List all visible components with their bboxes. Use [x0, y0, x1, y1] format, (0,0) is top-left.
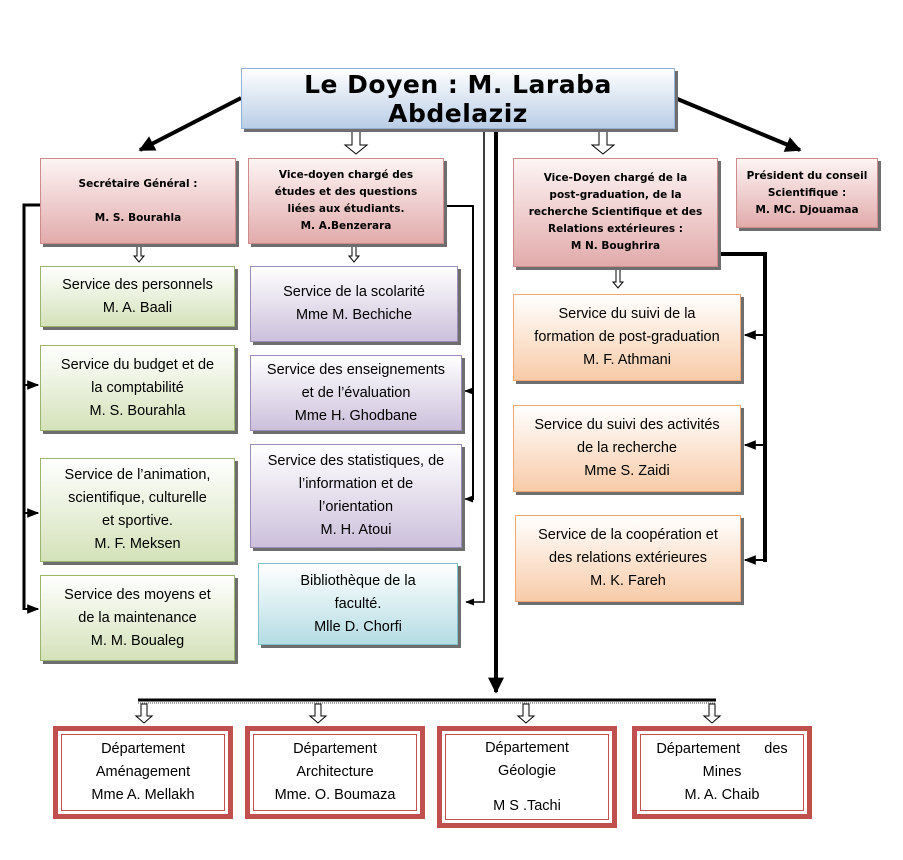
box-line: M. A.Benzerara [300, 220, 392, 232]
hollow-arrow-vd-pg-to-formation [611, 268, 625, 289]
box-line: M. M. Boualeg [90, 632, 185, 649]
box-line: de la recherche [577, 440, 677, 456]
box-line: Département [101, 741, 185, 757]
vice-dean-studies-box: Vice-doyen chargé des études et des ques… [248, 158, 444, 244]
box-line: Service des moyens et [64, 586, 211, 603]
service-scolarite-box: Service de la scolarité Mme M. Bechiche [250, 266, 458, 342]
box-line: l’orientation [318, 499, 394, 515]
department-mines-box: Département des Mines M. A. Chaib [632, 726, 812, 819]
box-line: Aménagement [95, 764, 191, 780]
hollow-arrow-to-dept-1 [134, 703, 154, 724]
service-enseignements-box: Service des enseignements et de l’évalua… [250, 355, 462, 431]
department-architecture-box: Département Architecture Mme. O. Boumaza [245, 726, 425, 819]
service-formation-pg-box: Service du suivi de la formation de post… [513, 294, 741, 381]
box-line: des relations extérieures [549, 550, 707, 566]
service-moyens-box: Service des moyens et de la maintenance … [40, 575, 235, 661]
box-line: Département [485, 739, 569, 756]
box-line: Service de la scolarité [283, 284, 425, 300]
arrow-dean-to-pcs [674, 96, 802, 152]
scientific-council-president-box: Président du conseil Scientifique : M. M… [736, 158, 878, 228]
box-line: et sportive. [102, 513, 173, 529]
box-line: Vice-Doyen chargé de la [543, 172, 688, 184]
service-animation-box: Service de l’animation, scientifique, cu… [40, 458, 235, 562]
hollow-arrow-dean-to-vd-pg [590, 129, 616, 155]
box-line: et de l’évaluation [301, 384, 411, 401]
box-line: M S .Tachi [493, 797, 561, 814]
box-line: post-graduation, de la [549, 189, 682, 201]
box-line: faculté. [334, 595, 382, 612]
box-line: Mines [702, 764, 742, 780]
box-line: M. K. Fareh [590, 573, 666, 589]
box-line: scientifique, culturelle [68, 490, 207, 506]
hollow-arrow-to-dept-3 [516, 703, 536, 724]
box-line: Mme H. Ghodbane [294, 407, 418, 424]
department-amenagement-box: Département Aménagement Mme A. Mellakh [53, 726, 233, 819]
box-line: Service du suivi de la [558, 306, 696, 322]
box-line: études et des questions [274, 186, 418, 198]
hollow-arrow-dean-to-vd-etudes [343, 129, 369, 155]
service-budget-box: Service du budget et de la comptabilité … [40, 345, 235, 431]
box-line: de la maintenance [78, 609, 197, 626]
vice-dean-postgrad-box: Vice-Doyen chargé de la post-graduation,… [513, 158, 718, 267]
box-line: l’information et de [298, 476, 414, 492]
box-line: Mlle D. Chorfi [314, 618, 402, 635]
bracket-vd-etudes [444, 205, 474, 500]
box-line: Service de la coopération et [538, 527, 718, 543]
box-line: M. F. Athmani [583, 352, 671, 368]
box-line: Secrétaire Général : [78, 177, 198, 190]
box-line: Service du suivi des activités [534, 417, 720, 433]
box-line: Service des statistiques, de [267, 453, 445, 469]
box-line: M N. Boughrira [570, 240, 661, 252]
department-geologie-box: Département Géologie M S .Tachi [437, 726, 617, 828]
box-line: M. S. Bourahla [94, 211, 182, 224]
box-line: Département [293, 741, 377, 757]
hollow-arrow-sg-to-personnels [132, 244, 146, 263]
box-line: la comptabilité [91, 379, 184, 396]
box-line: Scientifique : [767, 186, 847, 199]
box-line: liées aux étudiants. [287, 203, 405, 215]
box-line: Vice-doyen chargé des [278, 169, 414, 181]
box-line: Bibliothèque de la [300, 572, 416, 589]
hollow-arrow-to-dept-4 [702, 703, 722, 724]
library-box: Bibliothèque de la faculté. Mlle D. Chor… [258, 563, 458, 645]
box-line: recherche Scientifique et des [528, 206, 703, 218]
arrow-dean-to-sg [138, 96, 242, 152]
box-line: M. F. Meksen [94, 536, 181, 552]
service-cooperation-box: Service de la coopération et des relatio… [515, 515, 741, 602]
box-line: Service du budget et de [60, 356, 215, 373]
dean-box: Le Doyen : M. Laraba Abdelaziz [241, 68, 675, 129]
box-line: M. MC. Djouamaa [755, 203, 859, 216]
service-statistiques-box: Service des statistiques, de l’informati… [250, 444, 462, 548]
line-dean-to-library [465, 130, 485, 606]
box-line: Département des [656, 741, 788, 757]
box-line: Mme. O. Boumaza [274, 787, 396, 803]
box-line: Service des enseignements [266, 361, 446, 378]
box-line: Mme A. Mellakh [91, 787, 195, 803]
box-line: Architecture [296, 764, 374, 780]
service-personnels-box: Service des personnels M. A. Baali [40, 266, 235, 327]
box-line: Mme S. Zaidi [584, 463, 670, 479]
box-line: M. A. Baali [102, 299, 173, 316]
bracket-vd-pg [718, 252, 767, 562]
box-line: Mme M. Bechiche [295, 307, 413, 323]
box-line: formation de post-graduation [534, 329, 720, 345]
box-line: M. S. Bourahla [89, 402, 186, 419]
hollow-arrow-vd-etudes-to-scolarite [347, 244, 361, 263]
box-line: M. H. Atoui [320, 522, 392, 538]
hollow-arrow-to-dept-2 [308, 703, 328, 724]
box-line: Président du conseil [746, 169, 868, 182]
box-line: Géologie [497, 762, 557, 779]
box-line: M. A. Chaib [684, 787, 760, 803]
box-line: Service des personnels [62, 276, 213, 293]
service-activites-recherche-box: Service du suivi des activités de la rec… [513, 405, 741, 492]
dean-label: Le Doyen : M. Laraba Abdelaziz [304, 69, 612, 128]
bracket-sg [22, 203, 40, 610]
secretary-general-box: Secrétaire Général : M. S. Bourahla [40, 158, 236, 244]
box-line: Relations extérieures : [548, 223, 683, 235]
box-line: Service de l’animation, [64, 467, 211, 483]
